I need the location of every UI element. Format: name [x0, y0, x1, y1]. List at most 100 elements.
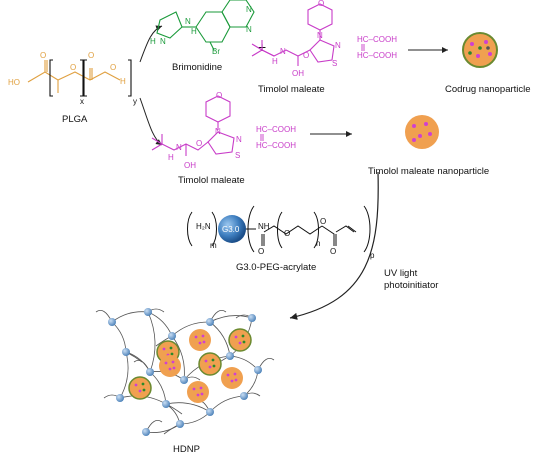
brim-h2: H [191, 27, 197, 36]
dendrimer-node [122, 348, 130, 356]
dendrimer-node [248, 314, 256, 322]
plga-o4: O [110, 63, 116, 72]
drug-dot [234, 378, 238, 382]
uv-light-label: UV light [384, 268, 418, 279]
network-strand [209, 315, 253, 323]
tim-oh: OH [292, 69, 304, 78]
mid-thiad-s: S [235, 151, 240, 160]
drug-dot [198, 341, 202, 345]
dendrimer-node [108, 318, 116, 326]
plga-o3: O [88, 51, 94, 60]
network-strand [149, 371, 167, 405]
g30-text: G3.0 [222, 225, 240, 234]
drug-dot [212, 364, 216, 368]
network-strand [111, 321, 127, 353]
drug-dot [208, 365, 212, 369]
plga-ho: HO [8, 78, 20, 87]
photoinitiator-label: photoinitiator [384, 280, 438, 291]
drug-dot [200, 392, 204, 396]
codrug-label: Codrug nanoparticle [445, 84, 531, 95]
network-strand [243, 369, 259, 397]
drug-dot [202, 340, 206, 344]
hdnp-label: HDNP [173, 444, 200, 455]
drug-dot [162, 347, 166, 351]
drug-dot [199, 386, 203, 390]
mid-hc-cooh-1: HC–COOH [256, 125, 296, 134]
arrow-plga-to-timolol [139, 97, 163, 146]
mid-tim-n: N [176, 143, 182, 152]
dendrimer-node [180, 376, 188, 384]
network-strand [209, 321, 231, 357]
network-strand [119, 351, 129, 399]
network-strand [111, 311, 149, 323]
drug-dot [204, 359, 208, 363]
plga-label: PLGA [62, 114, 88, 125]
drug-dot [192, 387, 196, 391]
timolol-top-label: Timolol maleate [258, 84, 325, 95]
timolol-nanoparticle-in-network [159, 355, 181, 377]
drug-dot [194, 335, 198, 339]
g30-o4: O [330, 247, 336, 256]
g30-p: p [370, 251, 375, 260]
codrug-nanoparticle-in-network [228, 328, 252, 352]
drug-dot [171, 360, 175, 364]
drug-dot [141, 382, 145, 386]
g30-label: G3.0-PEG-acrylate [236, 262, 316, 273]
mid-tim-oh: OH [184, 161, 196, 170]
mid-hc-cooh-2: HC–COOH [256, 141, 296, 150]
drug-dot [168, 367, 172, 371]
drug-dot [164, 361, 168, 365]
g30-o2: O [284, 229, 290, 238]
drug-dot [134, 383, 138, 387]
network-strand [125, 351, 151, 373]
top-hc-cooh-2: HC–COOH [357, 51, 397, 60]
mid-tim-h: H [168, 153, 174, 162]
drug-dot [234, 335, 238, 339]
thiad-n1: N [335, 41, 341, 50]
plga-o2: O [70, 63, 76, 72]
timolol-np-label: Timolol maleate nanoparticle [368, 166, 489, 177]
plga-y: y [133, 97, 137, 106]
tim-o: O [303, 51, 309, 60]
drug-dot [211, 358, 215, 362]
morph-n: N [317, 31, 323, 40]
brimonidine-structure: N H N H Br N N Brimonidine [150, 0, 255, 73]
hdnp-network [95, 308, 275, 436]
drug-dot [170, 352, 174, 356]
timolol-nanoparticle-in-network [189, 329, 211, 351]
timolol-nanoparticle-in-network [221, 367, 243, 389]
timolol-nanoparticle-in-network [187, 381, 209, 403]
dendrimer-node [240, 392, 248, 400]
mid-morph-n: N [215, 127, 221, 136]
timolol-mid-structure: O N N S H N OH O HC–COOH HC–COOH Timolol… [151, 91, 296, 186]
plga-x: x [80, 97, 84, 106]
codrug-nanoparticle-in-network [128, 376, 152, 400]
drug-dot [169, 346, 173, 350]
plga-h: H [120, 77, 126, 86]
brim-n3: N [246, 5, 252, 14]
top-hc-cooh-1: HC–COOH [357, 35, 397, 44]
brim-br: Br [212, 47, 220, 56]
drug-dot [242, 340, 246, 344]
drug-dot [230, 379, 234, 383]
arrow-to-hdnp [289, 171, 379, 320]
timolol-top-structure: O N N S N H OH O HC–COOH HC–COOH Timolol… [251, 0, 397, 95]
tim-nh: N [280, 47, 286, 56]
g30-o1: O [258, 247, 264, 256]
tim-h: H [272, 57, 278, 66]
brim-n2: N [160, 37, 166, 46]
brim-n1: N [185, 17, 191, 26]
mid-tim-o: O [196, 139, 202, 148]
mid-thiad-n: N [236, 135, 242, 144]
brimonidine-label: Brimonidine [172, 62, 222, 73]
network-strand [145, 423, 181, 433]
timolol-mid-label: Timolol maleate [178, 175, 245, 186]
brim-n4: N [246, 25, 252, 34]
network-strand [147, 311, 156, 373]
network-strand [209, 395, 245, 413]
drug-dot [241, 334, 245, 338]
morph-o: O [318, 0, 324, 8]
drug-dot [226, 373, 230, 377]
